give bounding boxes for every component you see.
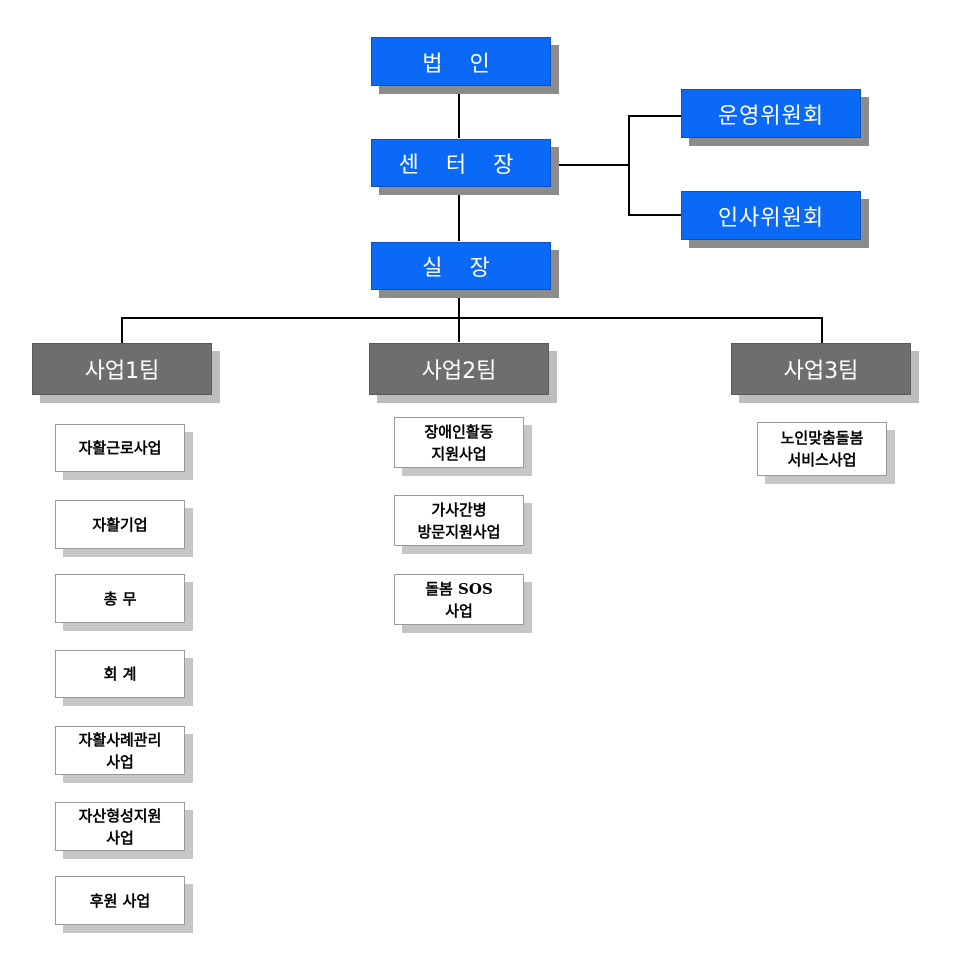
team-1-program-label: 자활기업 [92, 515, 148, 534]
team-2-program-box: 장애인활동 지원사업 [394, 417, 524, 468]
office-chief-label: 실 장 [422, 256, 500, 281]
team-3-label: 사업3팀 [783, 359, 859, 384]
connector-director-chief [458, 186, 460, 241]
team-1-program-box: 총 무 [55, 574, 185, 623]
team-1-program-box: 자활사례관리 사업 [55, 726, 185, 775]
team-1-program-label: 후원 사업 [89, 891, 151, 910]
center-director-box: 센 터 장 [371, 139, 551, 187]
team-2-program-label: 가사간병 방문지원사업 [417, 500, 501, 541]
team-2-program-label: 장애인활동 지원사업 [424, 422, 494, 463]
team-2-box: 사업2팀 [369, 343, 549, 395]
team-2-program-box: 가사간병 방문지원사업 [394, 495, 524, 546]
connector-committees-vertical [628, 115, 630, 215]
team-1-program-box: 자활근로사업 [55, 424, 185, 472]
operating-committee-box: 운영위원회 [681, 89, 861, 138]
operating-committee-label: 운영위원회 [717, 103, 825, 129]
connector-chief-down [458, 289, 460, 342]
team-3-program-box: 노인맞춤돌봄 서비스사업 [757, 422, 887, 476]
corporation-label: 법 인 [422, 51, 500, 77]
team-2-program-box: 돌봄 SOS 사업 [394, 574, 524, 625]
center-director-label: 센 터 장 [398, 153, 524, 178]
team-1-program-box: 자산형성지원 사업 [55, 802, 185, 851]
connector-hr-committee [628, 214, 681, 216]
hr-committee-label: 인사위원회 [717, 205, 825, 231]
team-1-program-box: 자활기업 [55, 500, 185, 549]
team-1-program-label: 자활근로사업 [78, 439, 162, 457]
team-1-program-label: 회 계 [103, 665, 137, 683]
team-3-program-label: 노인맞춤돌봄 서비스사업 [780, 429, 864, 469]
team-2-label: 사업2팀 [421, 359, 497, 384]
team-1-program-box: 후원 사업 [55, 876, 185, 925]
corporation-box: 법 인 [371, 37, 551, 86]
connector-team1 [121, 317, 123, 343]
team-1-program-label: 자활사례관리 사업 [78, 730, 162, 771]
team-1-label: 사업1팀 [84, 359, 160, 384]
connector-director-committees [550, 164, 630, 166]
connector-corporation-director [458, 85, 460, 138]
office-chief-box: 실 장 [371, 242, 551, 290]
team-1-program-label: 총 무 [103, 589, 137, 608]
connector-teams-horizontal [121, 317, 823, 319]
team-1-program-label: 자산형성지원 사업 [78, 806, 162, 847]
team-1-program-box: 회 계 [55, 650, 185, 698]
team-1-box: 사업1팀 [32, 343, 212, 395]
connector-operating-committee [628, 115, 681, 117]
team-2-program-label: 돌봄 SOS 사업 [425, 579, 493, 620]
connector-team3 [821, 317, 823, 343]
hr-committee-box: 인사위원회 [681, 191, 861, 240]
team-3-box: 사업3팀 [731, 343, 911, 395]
